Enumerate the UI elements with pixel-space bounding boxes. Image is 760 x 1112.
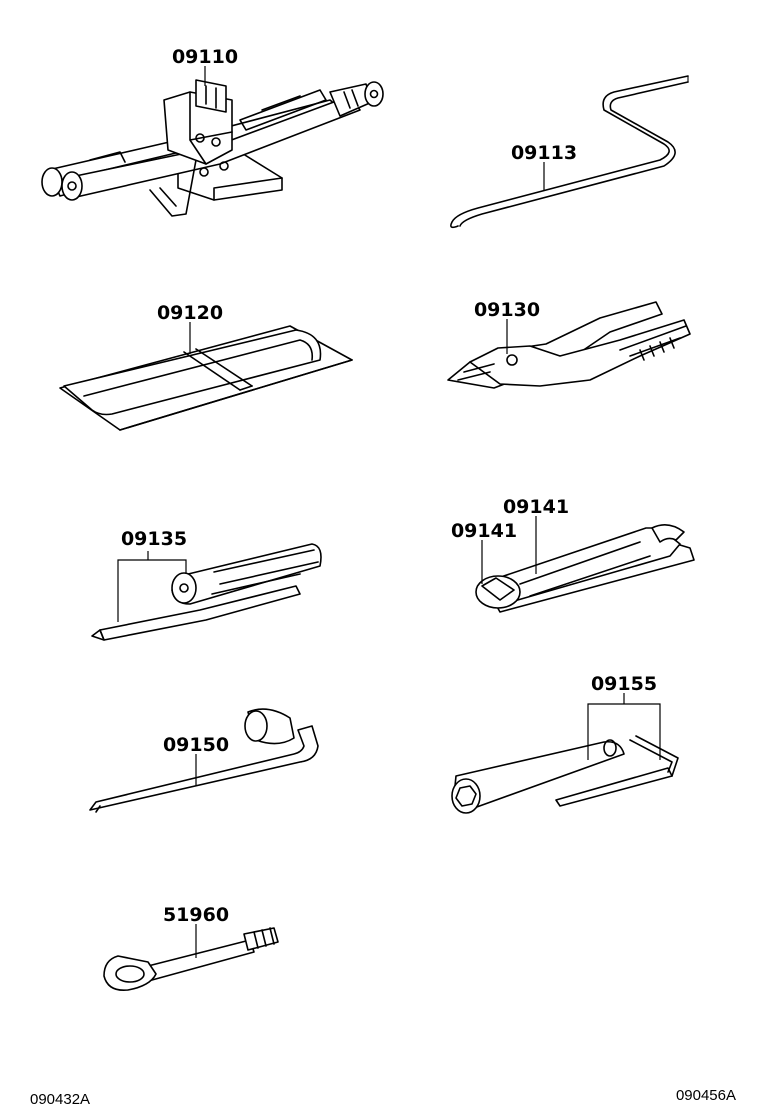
label-09120: 09120 xyxy=(157,302,223,324)
label-51960: 51960 xyxy=(163,904,229,926)
label-09113: 09113 xyxy=(511,142,577,164)
label-09150: 09150 xyxy=(163,734,229,756)
label-09110: 09110 xyxy=(172,46,238,68)
label-09130: 09130 xyxy=(474,299,540,321)
lug-wrench-illustration xyxy=(89,708,319,813)
socket-wrench-illustration xyxy=(451,735,679,814)
jack-handle-illustration xyxy=(450,75,689,229)
towing-eye-illustration xyxy=(103,927,279,992)
label-09141-left: 09141 xyxy=(451,520,517,542)
label-09155: 09155 xyxy=(591,673,657,695)
wrench-illustration xyxy=(475,524,695,613)
ref-code-left: 090432A xyxy=(30,1091,90,1108)
tool-bag-illustration xyxy=(59,325,353,431)
label-09141-right: 09141 xyxy=(503,496,569,518)
jack-illustration xyxy=(41,79,384,217)
pliers-illustration xyxy=(447,301,691,389)
screwdriver-illustration xyxy=(91,543,322,641)
label-09135: 09135 xyxy=(121,528,187,550)
ref-code-right: 090456A xyxy=(676,1087,736,1104)
